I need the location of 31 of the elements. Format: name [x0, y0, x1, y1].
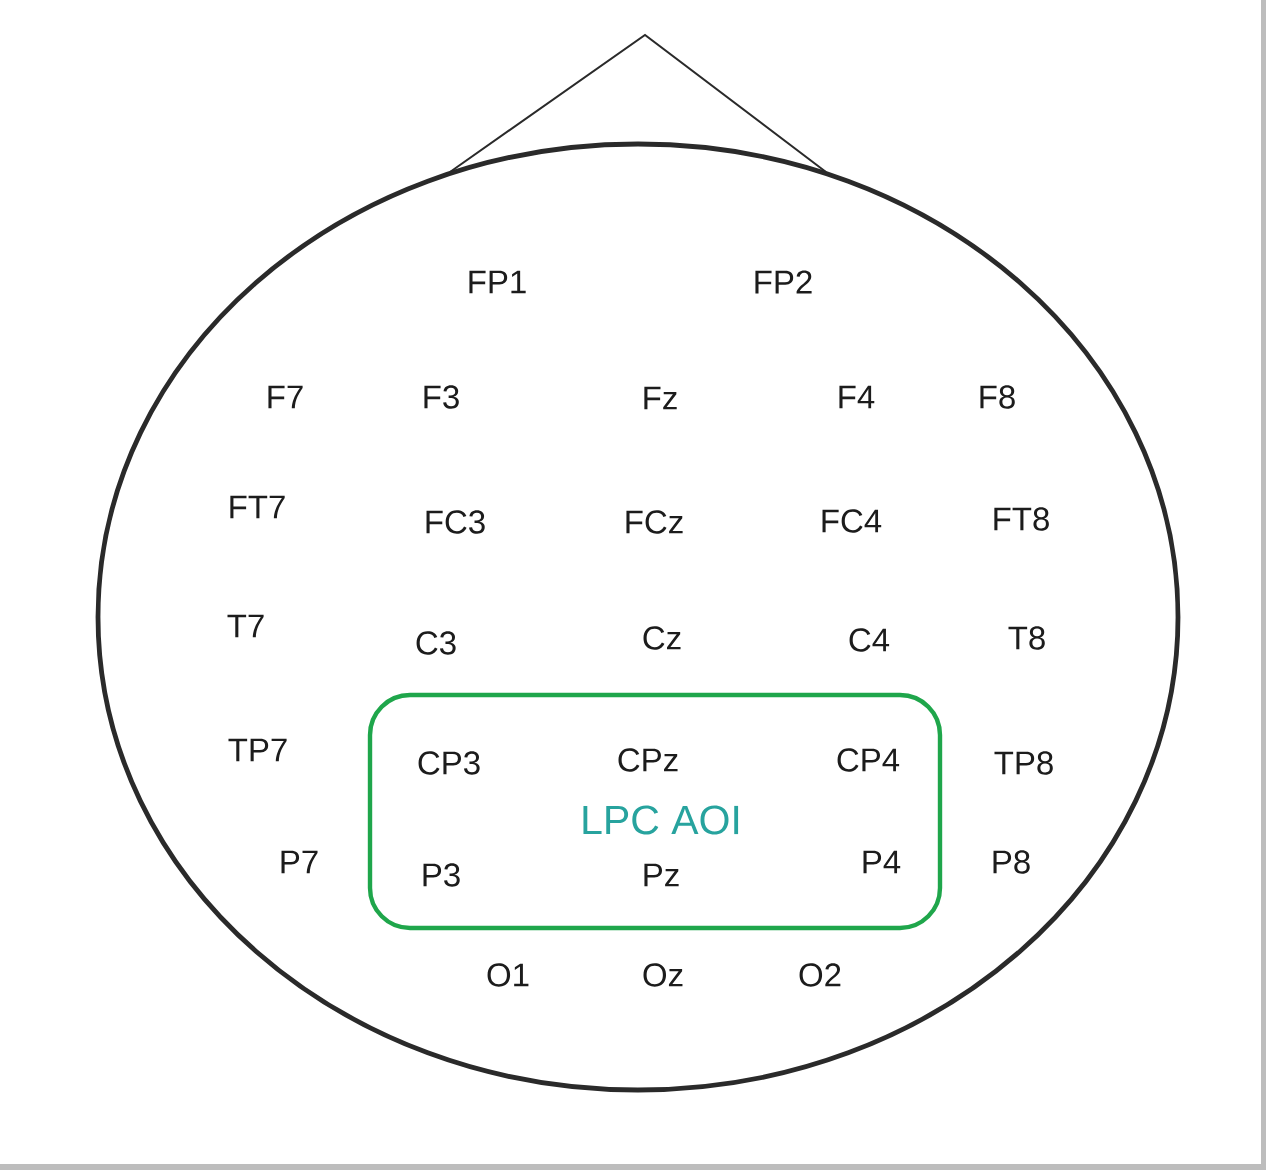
electrode-label: TP7: [228, 738, 287, 762]
electrode-label: T8: [1008, 626, 1045, 650]
electrode-label: CPz: [618, 748, 678, 772]
electrode-label: F8: [980, 385, 1015, 409]
electrode-label: FP2: [755, 270, 812, 294]
electrode-label: FT7: [230, 495, 285, 519]
electrode-label: FC3: [426, 510, 485, 534]
electrode-label: FC4: [822, 509, 882, 533]
electrode-label: O1: [487, 963, 529, 987]
electrode-label: P8: [993, 850, 1030, 874]
electrode-label: F7: [268, 385, 303, 409]
electrode-label: C4: [849, 628, 890, 652]
electrode-label: F3: [424, 385, 459, 409]
electrode-label: FT8: [994, 507, 1049, 531]
electrode-label: P3: [423, 863, 460, 887]
electrode-label: FCz: [626, 510, 683, 534]
electrode-label: Oz: [643, 963, 683, 987]
electrode-label: F4: [839, 385, 875, 409]
electrode-label: Cz: [643, 626, 681, 650]
electrode-label: TP8: [994, 751, 1053, 775]
electrode-label: T7: [227, 614, 264, 638]
electrode-label: O2: [799, 963, 841, 987]
region-label: LPC AOI: [583, 805, 739, 835]
electrode-label: CP4: [837, 748, 900, 772]
electrode-label: C3: [416, 631, 456, 655]
electrode-label: P7: [281, 850, 318, 874]
electrode-label: Pz: [644, 863, 679, 887]
electrode-label: P4: [863, 850, 901, 874]
electrode-label: CP3: [418, 751, 480, 775]
electrode-label: Fz: [644, 386, 677, 410]
electrode-label: FP1: [469, 270, 526, 294]
